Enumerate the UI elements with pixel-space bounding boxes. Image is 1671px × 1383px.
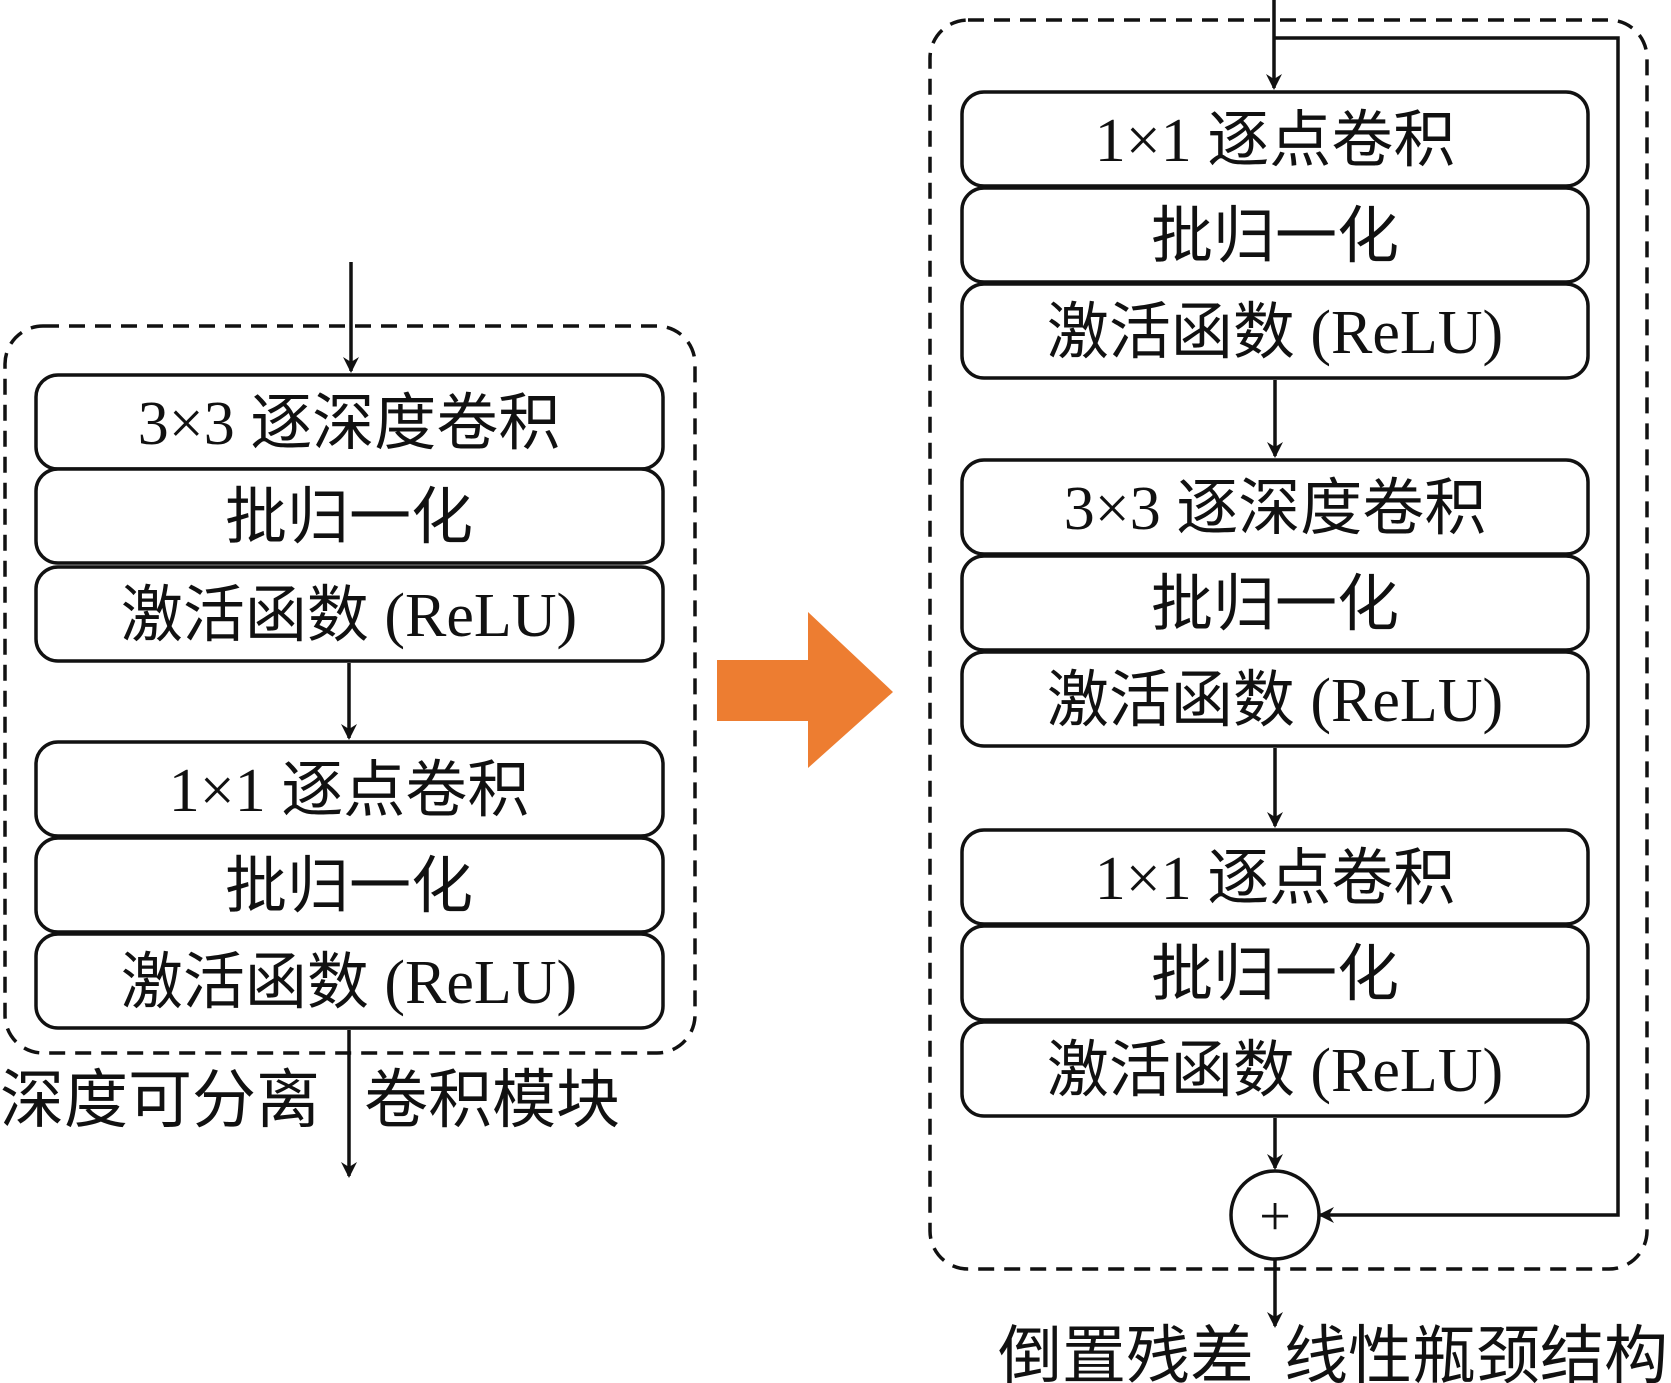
layer-box (960, 458, 1590, 556)
layer-label: 批归一化 (225, 484, 473, 552)
right-module-caption-part1: 倒置残差 (998, 1321, 1254, 1383)
layer-box (960, 554, 1590, 652)
layer-box (960, 90, 1590, 188)
layer-label: 1×1 逐点卷积 (1095, 107, 1455, 175)
residual-skip-connection (1274, 36, 1620, 1223)
right-module: 1×1 逐点卷积 批归一化 激活函数 (ReLU) 3×3 逐深度卷积 批归一化… (928, 0, 1671, 1383)
layer-box (34, 932, 665, 1030)
layer-box (960, 828, 1590, 926)
left-module-caption-part1: 深度可分离 (0, 1065, 320, 1136)
layer-label: 批归一化 (1151, 571, 1399, 639)
layer-label: 批归一化 (1151, 203, 1399, 271)
layer-label: 激活函数 (ReLU) (1047, 299, 1503, 367)
add-symbol: + (1259, 1186, 1291, 1248)
layer-label: 激活函数 (ReLU) (1047, 1037, 1503, 1105)
layer-box (34, 836, 665, 934)
right-block-expand: 1×1 逐点卷积 批归一化 激活函数 (ReLU) (960, 90, 1590, 380)
right-module-caption-part2: 线性瓶颈结构 (1284, 1321, 1668, 1383)
left-block-depthwise: 3×3 逐深度卷积 批归一化 激活函数 (ReLU) (34, 373, 665, 663)
layer-box (34, 740, 665, 838)
layer-label: 激活函数 (ReLU) (121, 949, 577, 1017)
layer-box (34, 565, 665, 663)
left-module-caption-part2: 卷积模块 (364, 1065, 620, 1136)
layer-label: 激活函数 (ReLU) (121, 582, 577, 650)
left-module: 3×3 逐深度卷积 批归一化 激活函数 (ReLU) 1×1 逐点卷积 批归一化… (0, 262, 697, 1178)
left-block-pointwise: 1×1 逐点卷积 批归一化 激活函数 (ReLU) (34, 740, 665, 1030)
layer-label: 批归一化 (225, 853, 473, 921)
layer-label: 3×3 逐深度卷积 (1064, 475, 1486, 543)
right-module-dashed-border (928, 18, 1649, 1271)
layer-label: 3×3 逐深度卷积 (138, 390, 560, 458)
transform-arrow (717, 612, 893, 768)
right-block-project: 1×1 逐点卷积 批归一化 激活函数 (ReLU) (960, 828, 1590, 1118)
layer-box (34, 467, 665, 565)
layer-box (960, 186, 1590, 284)
layer-label: 1×1 逐点卷积 (1095, 845, 1455, 913)
layer-label: 1×1 逐点卷积 (169, 757, 529, 825)
layer-box (960, 1020, 1590, 1118)
right-block-depthwise: 3×3 逐深度卷积 批归一化 激活函数 (ReLU) (960, 458, 1590, 748)
layer-box (960, 650, 1590, 748)
layer-box (960, 282, 1590, 380)
layer-box (960, 924, 1590, 1022)
layer-label: 批归一化 (1151, 941, 1399, 1009)
layer-label: 激活函数 (ReLU) (1047, 667, 1503, 735)
